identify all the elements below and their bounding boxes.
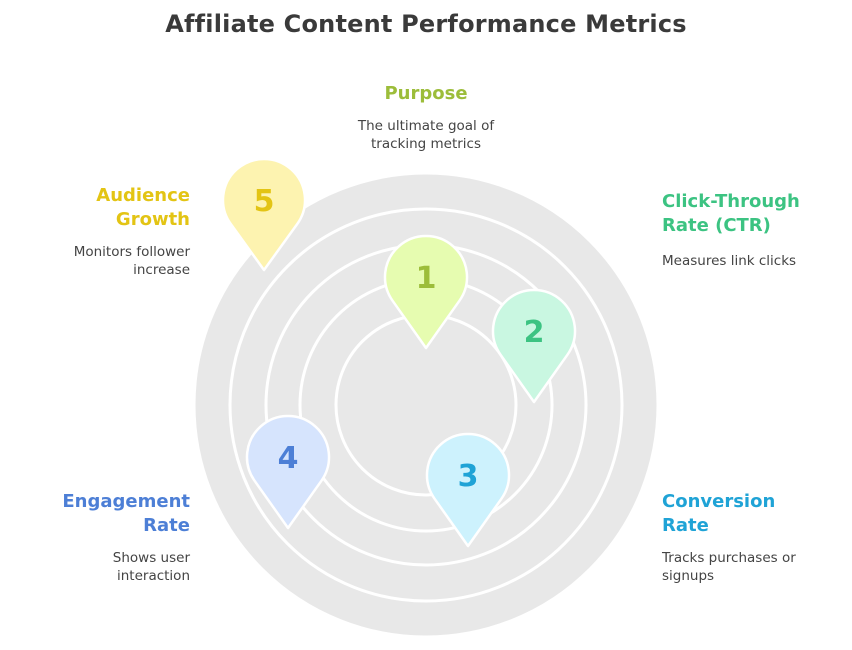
conversion-label-line1: Conversion <box>662 491 776 512</box>
metric-1-number: 1 <box>416 261 437 296</box>
conversion-desc-line1: Tracks purchases or <box>662 550 796 566</box>
audience-growth-label-line1: Audience <box>96 185 190 206</box>
metric-5-number: 5 <box>254 184 275 219</box>
purpose-label: Purpose <box>384 83 468 104</box>
ctr-desc: Measures link clicks <box>662 253 797 269</box>
ctr-label-line2: Rate (CTR) <box>662 215 771 236</box>
engagement-label-line2: Rate <box>143 515 190 536</box>
conversion-desc-line2: signups <box>662 568 715 584</box>
purpose-desc-line1: The ultimate goal of <box>357 118 495 134</box>
metric-3-pin-marker: 3 <box>425 432 511 548</box>
metric-2-pin-shape <box>491 288 577 404</box>
metric-5-pin-marker: 5 <box>221 157 307 272</box>
metric-3-pin-shape <box>425 432 511 548</box>
diagram-title: Affiliate Content Performance Metrics <box>165 10 687 38</box>
engagement-desc-line2: interaction <box>116 568 190 584</box>
purpose-desc-line2: tracking metrics <box>370 136 482 152</box>
metric-4-pin-shape <box>245 414 331 530</box>
conversion-label-line2: Rate <box>662 515 709 536</box>
metric-3-number: 3 <box>458 459 479 494</box>
metric-1-pin-marker: 1 <box>383 234 469 350</box>
audience-growth-desc-line2: increase <box>133 262 190 278</box>
audience-growth-desc-line1: Monitors follower <box>73 244 190 260</box>
metric-4-number: 4 <box>278 441 299 476</box>
engagement-label-line1: Engagement <box>62 491 190 512</box>
metric-1-pin-shape <box>383 234 469 350</box>
engagement-desc-line1: Shows user <box>112 550 190 566</box>
metric-2-number: 2 <box>524 315 545 350</box>
metric-4-pin-marker: 4 <box>245 414 331 530</box>
audience-growth-label-line2: Growth <box>115 209 190 230</box>
metric-5-pin-shape <box>221 157 307 272</box>
ctr-label-line1: Click-Through <box>662 191 800 212</box>
metric-2-pin-marker: 2 <box>491 288 577 404</box>
